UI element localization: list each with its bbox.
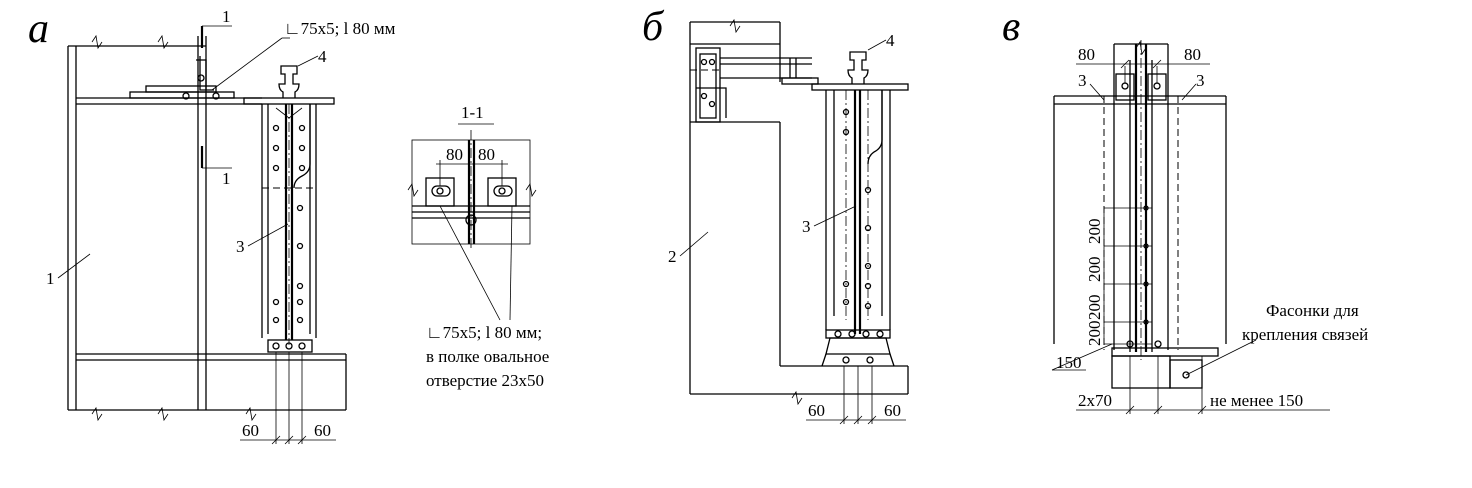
section-title: 1-1 (461, 103, 484, 122)
callout-4-b: 4 (886, 31, 895, 50)
panel-b: б (642, 4, 909, 425)
panel-b-letter: б (642, 4, 665, 50)
callout-1-a: 1 (46, 269, 55, 288)
dim-v-min: не менее 150 (1210, 391, 1303, 410)
section-note-line-3: отверстие 23x50 (426, 371, 544, 390)
dim-v-2x70: 2x70 (1078, 391, 1112, 410)
callout-3-v-left: 3 (1078, 71, 1087, 90)
dim-v-vert-2: 200 (1085, 257, 1104, 283)
dim-v-top-right: 80 (1184, 45, 1201, 64)
callout-4-a: 4 (318, 47, 327, 66)
callout-3-v-right: 3 (1196, 71, 1205, 90)
dim-v-vert-3: 200 (1085, 295, 1104, 321)
panel-v-letter: в (1002, 4, 1020, 50)
section-1-1: 1-1 80 80 ∟75x5; l 80 мм; в полке овальн… (407, 103, 549, 390)
v-note-line-1: Фасонки для (1266, 301, 1359, 320)
panel-a-letter: а (28, 6, 49, 52)
section-note-line-1: ∟75x5; l 80 мм; (426, 323, 542, 342)
callout-2-b: 2 (668, 247, 677, 266)
panel-v: в 80 80 3 3 (1002, 4, 1368, 415)
beam-b-bolts (842, 108, 872, 310)
dim-v-150: 150 (1056, 353, 1082, 372)
dim-b-right: 60 (884, 401, 901, 420)
section-note-line-2: в полке овальное (426, 347, 549, 366)
dim-a-right: 60 (314, 421, 331, 440)
callout-3-b: 3 (802, 217, 811, 236)
angle-label: ∟75x5; l 80 мм (284, 19, 396, 38)
beam-a-bolts (272, 124, 306, 324)
panel-a: а 1 1 ∟75x5; l 80 мм (28, 6, 396, 445)
dim-v-top-left: 80 (1078, 45, 1095, 64)
v-note-line-2: крепления связей (1242, 325, 1368, 344)
dim-v-vert-4: 200 (1085, 321, 1104, 347)
section-mark-bottom: 1 (222, 169, 231, 188)
callout-3-a: 3 (236, 237, 245, 256)
dim-section-right: 80 (478, 145, 495, 164)
dim-section-left: 80 (446, 145, 463, 164)
dim-b-left: 60 (808, 401, 825, 420)
dim-a-left: 60 (242, 421, 259, 440)
dim-v-vert-1: 200 (1085, 219, 1104, 245)
section-mark-top: 1 (222, 7, 231, 26)
